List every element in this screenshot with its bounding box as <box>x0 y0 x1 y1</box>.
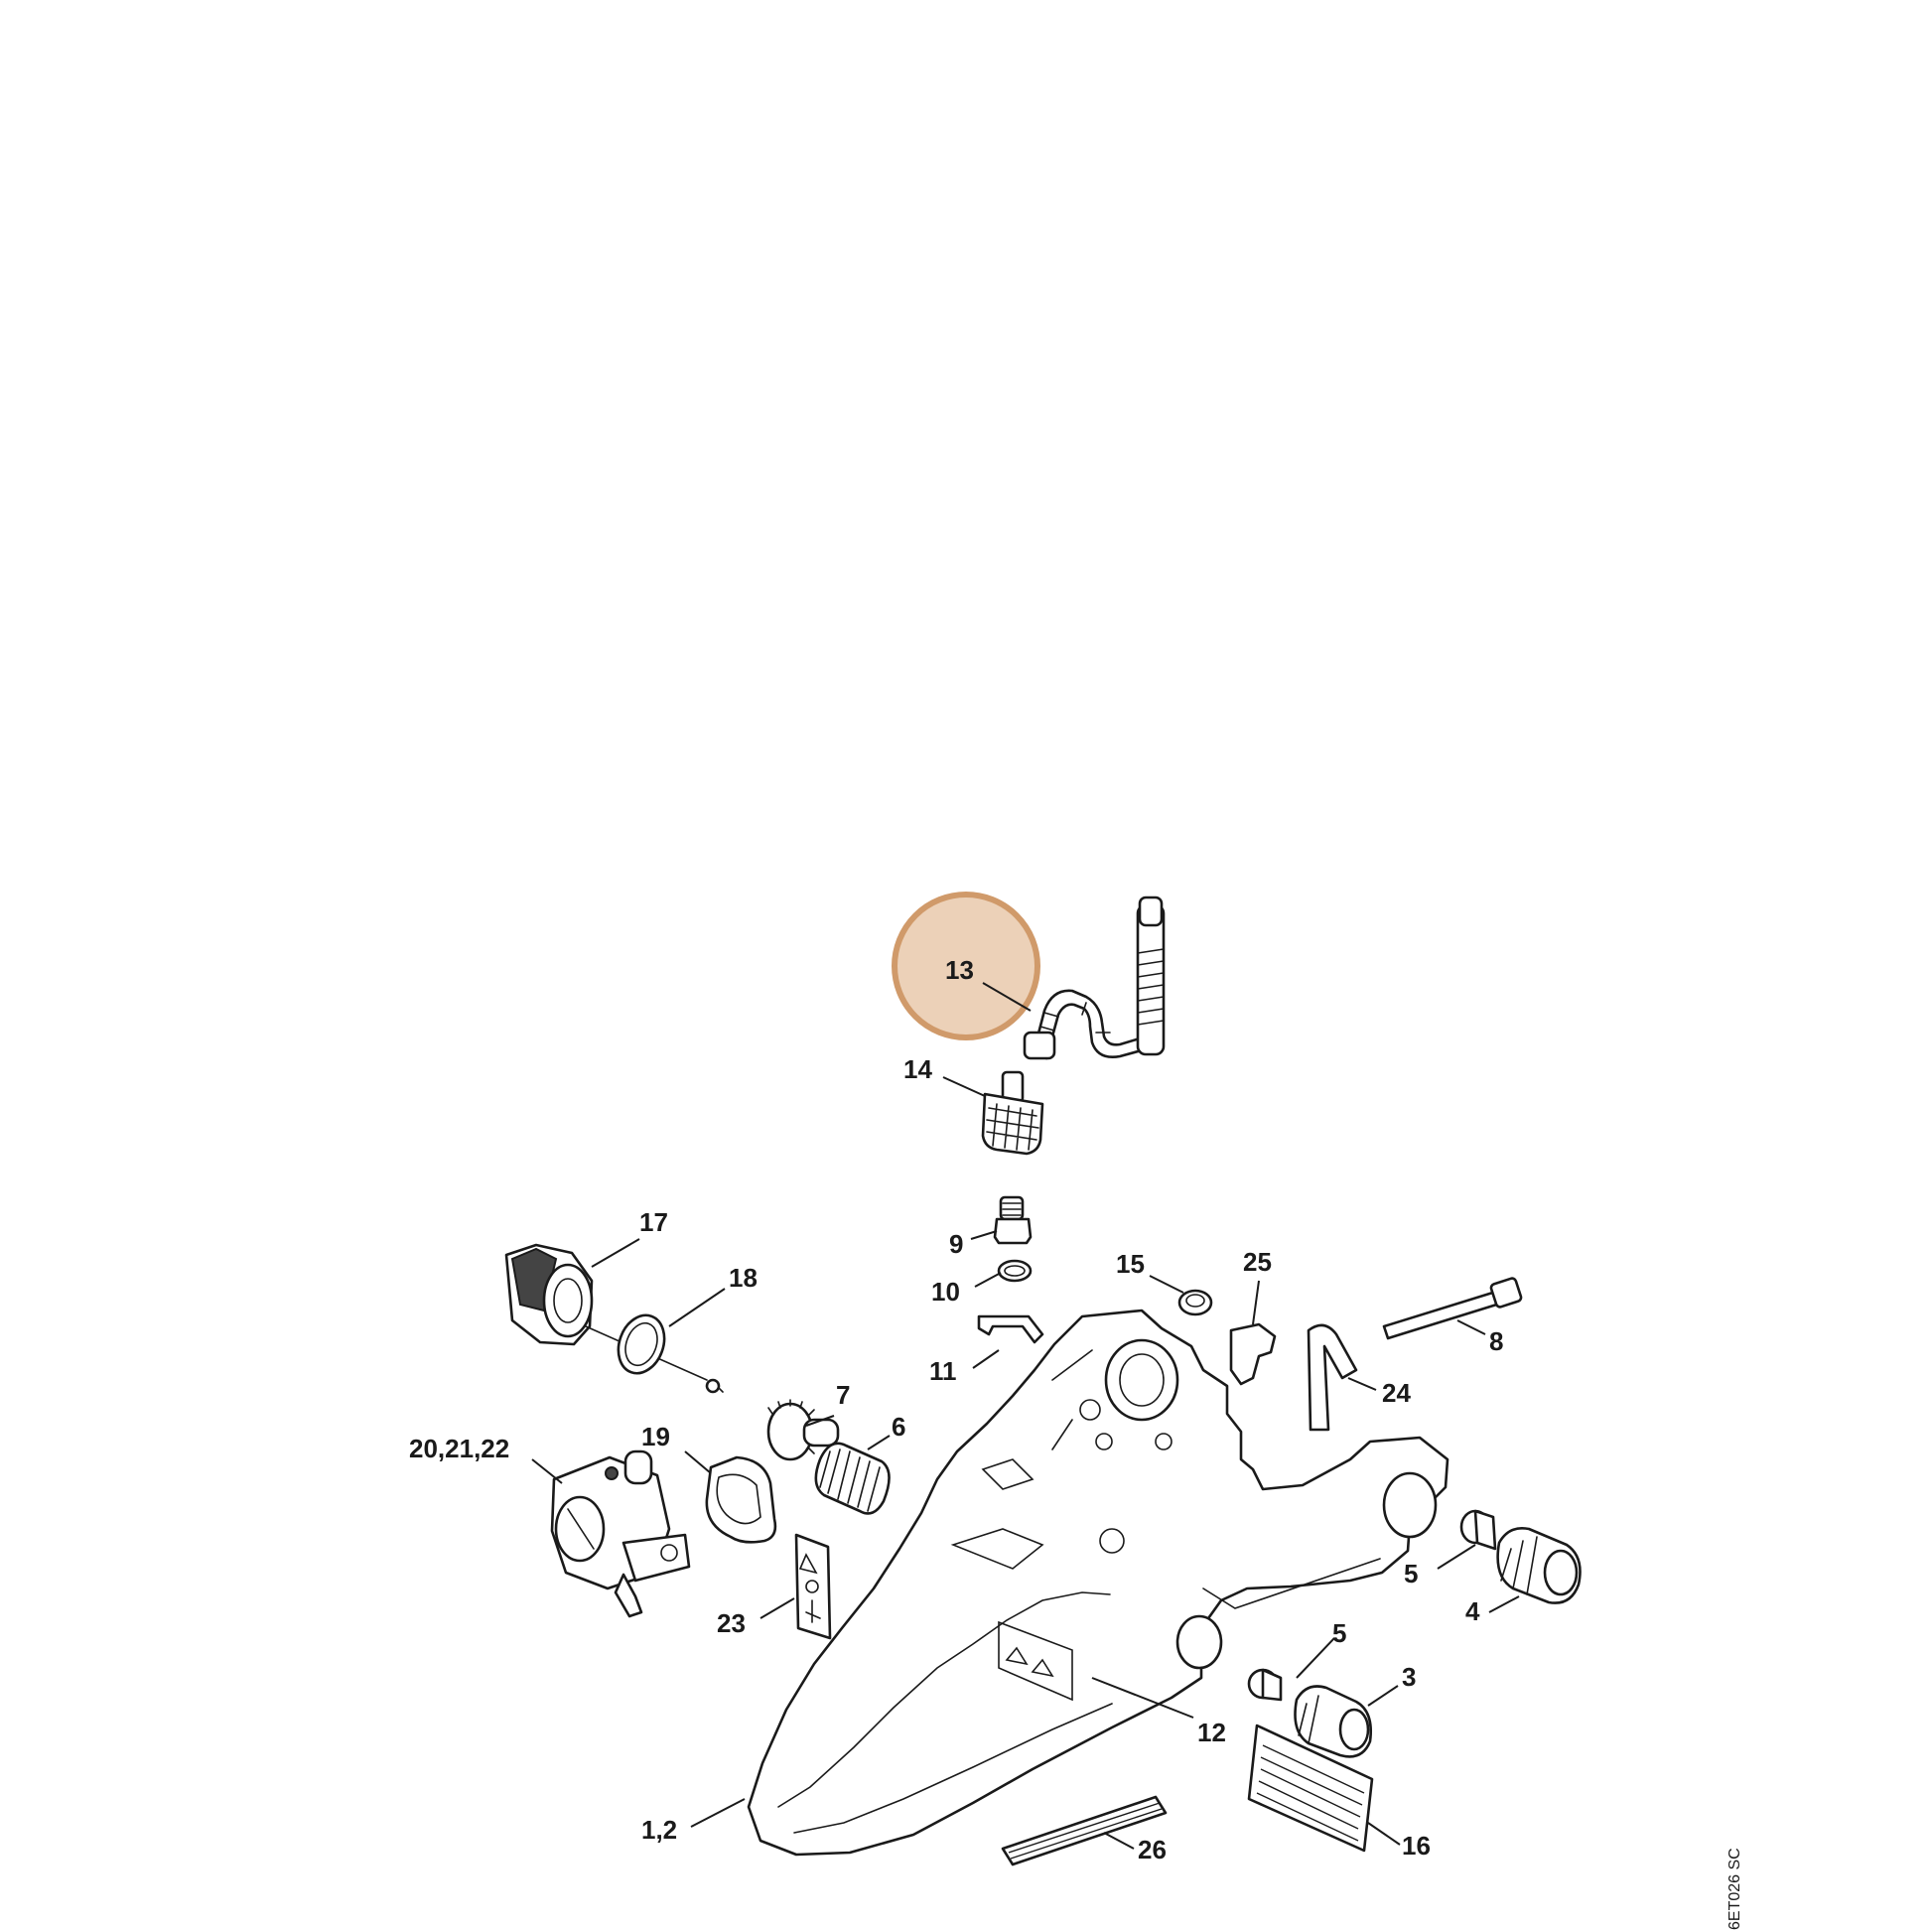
valve-part-9[interactable] <box>993 1195 1033 1245</box>
label-9[interactable]: 9 <box>949 1229 963 1259</box>
highlight-circle <box>892 892 1040 1040</box>
label-16[interactable]: 16 <box>1402 1831 1431 1861</box>
part-labels: 13 14 17 18 9 10 15 25 8 11 24 7 6 19 20… <box>409 955 1503 1864</box>
label-part-23[interactable] <box>794 1533 832 1640</box>
label-20-21-22[interactable]: 20,21,22 <box>409 1434 509 1463</box>
label-8[interactable]: 8 <box>1489 1326 1503 1356</box>
oil-hose-part[interactable] <box>1023 896 1166 1060</box>
label-11[interactable]: 11 <box>929 1356 957 1386</box>
oil-pump-part[interactable] <box>504 1243 724 1394</box>
label-10[interactable]: 10 <box>931 1277 960 1307</box>
label-25[interactable]: 25 <box>1243 1247 1272 1277</box>
label-15[interactable]: 15 <box>1116 1249 1145 1279</box>
ring-part-10[interactable] <box>997 1259 1033 1283</box>
plug-part-15[interactable] <box>1177 1289 1213 1316</box>
gasket-part-19[interactable] <box>705 1455 777 1544</box>
spring-part-6[interactable] <box>814 1442 891 1515</box>
oil-filter-part[interactable] <box>981 1070 1044 1156</box>
label-12[interactable]: 12 <box>1197 1718 1226 1747</box>
label-23[interactable]: 23 <box>717 1608 746 1638</box>
label-7[interactable]: 7 <box>836 1380 850 1410</box>
label-3[interactable]: 3 <box>1402 1662 1416 1692</box>
label-5-upper[interactable]: 5 <box>1404 1559 1418 1588</box>
grip-plate-part-16[interactable] <box>1247 1724 1374 1853</box>
grip-strip-part-26[interactable] <box>1001 1795 1168 1866</box>
label-14[interactable]: 14 <box>903 1054 932 1084</box>
carburetor-part-20-22[interactable] <box>550 1449 691 1618</box>
label-18[interactable]: 18 <box>729 1263 758 1293</box>
o-ring-part-18[interactable] <box>611 1309 672 1379</box>
label-13[interactable]: 13 <box>945 955 974 985</box>
crankcase-housing-part-1-2[interactable] <box>747 1309 1449 1857</box>
label-6[interactable]: 6 <box>892 1412 905 1442</box>
label-4[interactable]: 4 <box>1465 1596 1480 1626</box>
label-19[interactable]: 19 <box>641 1422 670 1451</box>
label-1-2[interactable]: 1,2 <box>641 1815 677 1845</box>
leader-lines <box>531 982 1520 1850</box>
label-5-lower[interactable]: 5 <box>1332 1618 1346 1648</box>
bushing-part-5-upper[interactable] <box>1459 1509 1497 1551</box>
hose-part-24[interactable] <box>1307 1323 1358 1432</box>
bushing-part-5-lower[interactable] <box>1247 1668 1283 1702</box>
buffer-part-4[interactable] <box>1496 1527 1582 1604</box>
label-24[interactable]: 24 <box>1382 1378 1411 1408</box>
reference-code: 6ET026 SC <box>1726 1848 1743 1930</box>
buffer-part-3[interactable] <box>1294 1685 1372 1758</box>
label-17[interactable]: 17 <box>639 1207 668 1237</box>
clip-part-11[interactable] <box>977 1314 1044 1344</box>
bar-stud-part-8[interactable] <box>1382 1277 1523 1340</box>
lever-part-25[interactable] <box>1229 1322 1277 1386</box>
worm-gear-part-7[interactable] <box>766 1399 840 1461</box>
label-26[interactable]: 26 <box>1138 1835 1167 1864</box>
